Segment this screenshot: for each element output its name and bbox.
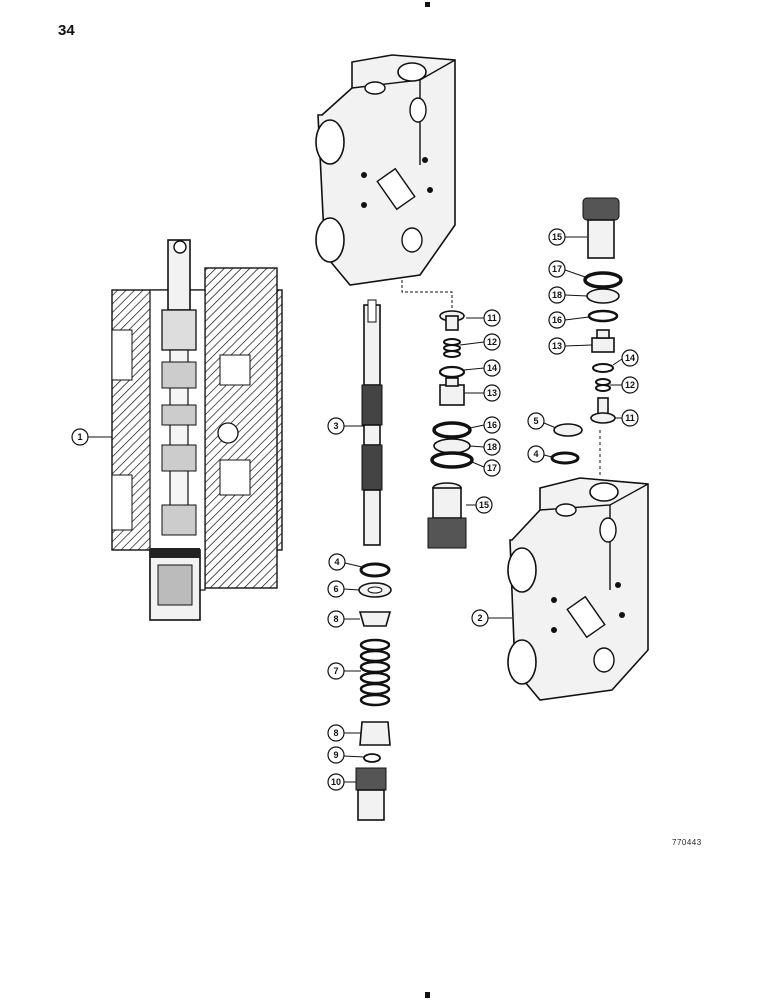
- svg-text:8: 8: [333, 728, 338, 738]
- callout-12-right: 12: [621, 376, 639, 394]
- svg-text:15: 15: [552, 232, 562, 242]
- spring-12-center: [443, 338, 461, 358]
- callout-8-lower: 8: [327, 724, 345, 742]
- callout-8-upper: 8: [327, 610, 345, 628]
- svg-text:18: 18: [487, 442, 497, 452]
- o-ring-17-right: [583, 271, 623, 289]
- callout-17-center: 17: [483, 459, 501, 477]
- seat-8-upper: [358, 611, 392, 627]
- svg-text:17: 17: [487, 463, 497, 473]
- clip-9: [363, 753, 381, 763]
- callout-18-right: 18: [548, 286, 566, 304]
- svg-text:4: 4: [533, 449, 538, 459]
- page-mark-bottom: [425, 992, 430, 998]
- svg-text:13: 13: [487, 388, 497, 398]
- callout-11-center: 11: [483, 309, 501, 327]
- callout-17-right: 17: [548, 260, 566, 278]
- svg-text:7: 7: [333, 666, 338, 676]
- page-number: 34: [58, 22, 75, 39]
- svg-text:16: 16: [487, 420, 497, 430]
- o-ring-17-center: [430, 451, 474, 469]
- callout-4-left: 4: [328, 553, 346, 571]
- svg-text:12: 12: [625, 380, 635, 390]
- plug-13-right: [591, 329, 615, 353]
- svg-text:12: 12: [487, 337, 497, 347]
- o-ring-14-center: [438, 365, 466, 379]
- svg-text:1: 1: [77, 432, 82, 442]
- plug-15-center: [427, 482, 467, 549]
- svg-text:6: 6: [333, 584, 338, 594]
- valve-cross-section: [111, 239, 283, 621]
- spring-7: [359, 638, 391, 707]
- o-ring-14-right: [592, 363, 614, 373]
- o-ring-4-right: [550, 451, 580, 465]
- backup-ring-16-right: [587, 309, 619, 323]
- callout-16-right: 16: [548, 311, 566, 329]
- svg-text:4: 4: [334, 557, 339, 567]
- washer-5: [553, 423, 583, 437]
- plug-13-center: [439, 377, 465, 406]
- cap-10: [355, 767, 387, 821]
- svg-text:8: 8: [333, 614, 338, 624]
- callout-11-right: 11: [621, 409, 639, 427]
- callout-13-right: 13: [548, 337, 566, 355]
- svg-text:15: 15: [479, 500, 489, 510]
- svg-text:10: 10: [331, 777, 341, 787]
- callout-9: 9: [327, 746, 345, 764]
- svg-text:11: 11: [487, 313, 497, 323]
- svg-text:13: 13: [552, 341, 562, 351]
- valve-body-upper: [315, 54, 456, 286]
- callout-6: 6: [327, 580, 345, 598]
- callout-2: 2: [471, 609, 489, 627]
- callout-14-right: 14: [621, 349, 639, 367]
- svg-text:14: 14: [625, 353, 635, 363]
- callout-16-center: 16: [483, 416, 501, 434]
- o-ring-4: [359, 562, 391, 578]
- svg-text:17: 17: [552, 264, 562, 274]
- svg-text:3: 3: [333, 421, 338, 431]
- spool: [361, 299, 383, 546]
- callout-15-center: 15: [475, 496, 493, 514]
- svg-text:14: 14: [487, 363, 497, 373]
- callout-18-center: 18: [483, 438, 501, 456]
- svg-text:11: 11: [625, 413, 635, 423]
- callout-12-center: 12: [483, 333, 501, 351]
- callout-15-right: 15: [548, 228, 566, 246]
- callout-5: 5: [527, 412, 545, 430]
- callout-13-center: 13: [483, 384, 501, 402]
- callout-14-center: 14: [483, 359, 501, 377]
- callout-4-right: 4: [527, 445, 545, 463]
- svg-text:18: 18: [552, 290, 562, 300]
- svg-text:5: 5: [533, 416, 538, 426]
- ring-18-right: [586, 288, 620, 304]
- poppet-11-center: [439, 310, 465, 331]
- poppet-11-right: [590, 397, 616, 424]
- callout-10: 10: [327, 773, 345, 791]
- callout-7: 7: [327, 662, 345, 680]
- page-mark-top: [425, 2, 430, 7]
- svg-text:16: 16: [552, 315, 562, 325]
- callout-1: 1: [71, 428, 89, 446]
- ring-18-center: [433, 438, 471, 454]
- callout-3: 3: [327, 417, 345, 435]
- valve-body-lower: [507, 477, 649, 701]
- seat-8-lower: [359, 721, 391, 746]
- backup-ring-16-center: [432, 421, 472, 439]
- spring-12-right: [595, 378, 611, 392]
- figure-code: 770443: [672, 838, 702, 847]
- svg-text:2: 2: [477, 613, 482, 623]
- svg-text:9: 9: [333, 750, 338, 760]
- plug-15-right: [582, 197, 620, 259]
